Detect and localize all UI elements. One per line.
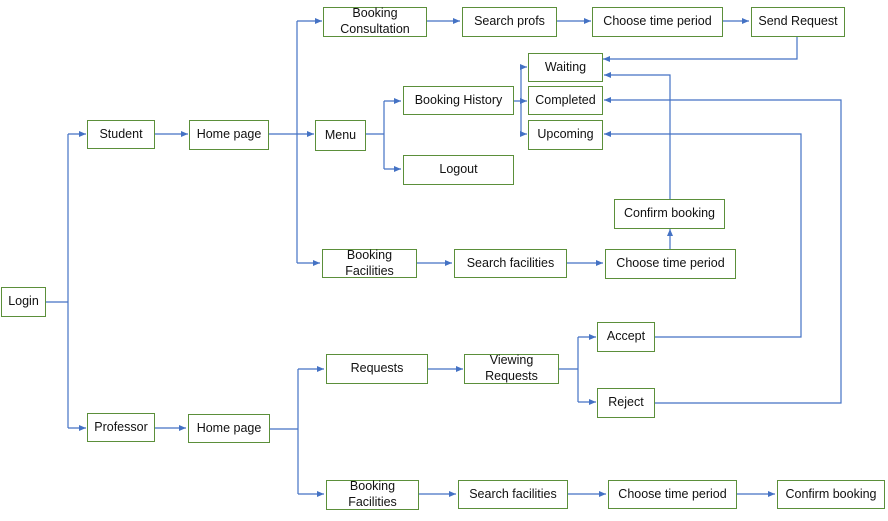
node-choose-time-student-label: Choose time period bbox=[616, 256, 725, 271]
node-booking-facilities-prof: Booking Facilities bbox=[326, 479, 419, 510]
node-viewing-requests: Viewing Requests bbox=[464, 353, 559, 384]
node-requests-label: Requests bbox=[350, 361, 404, 376]
node-choose-time-student: Choose time period bbox=[605, 249, 736, 279]
node-search-profs-label: Search profs bbox=[474, 14, 545, 29]
node-confirm-booking-prof-label: Confirm booking bbox=[785, 486, 877, 501]
node-booking-facilities-prof-label: Booking Facilities bbox=[348, 479, 397, 509]
node-completed: Completed bbox=[528, 86, 603, 115]
connector-accept-upcoming bbox=[604, 131, 802, 338]
node-logout: Logout bbox=[403, 155, 514, 185]
node-choose-time-consult: Choose time period bbox=[592, 7, 723, 37]
node-booking-facilities-student-label: Booking Facilities bbox=[345, 247, 394, 278]
connector-menu-trunk bbox=[366, 101, 385, 169]
node-upcoming-label: Upcoming bbox=[537, 127, 594, 142]
node-confirm-booking-prof: Confirm booking bbox=[777, 480, 885, 509]
node-booking-consultation-label: Booking Consultation bbox=[340, 6, 410, 36]
node-upcoming: Upcoming bbox=[528, 120, 603, 150]
node-student: Student bbox=[87, 120, 155, 149]
node-send-request-label: Send Request bbox=[758, 14, 838, 29]
node-menu-label: Menu bbox=[324, 127, 357, 142]
node-menu: Menu bbox=[315, 120, 366, 151]
node-login-label: Login bbox=[8, 294, 39, 309]
node-reject-label: Reject bbox=[608, 395, 644, 410]
node-search-facilities-prof-label: Search facilities bbox=[469, 486, 557, 501]
node-choose-time-prof-label: Choose time period bbox=[618, 486, 727, 501]
node-accept: Accept bbox=[597, 322, 655, 352]
node-confirm-booking-student: Confirm booking bbox=[614, 199, 725, 229]
node-prof-home: Home page bbox=[188, 414, 270, 443]
node-logout-label: Logout bbox=[439, 162, 478, 177]
node-waiting-label: Waiting bbox=[544, 59, 587, 74]
connector-confirm-waiting bbox=[604, 72, 671, 199]
node-choose-time-prof: Choose time period bbox=[608, 480, 737, 509]
node-accept-label: Accept bbox=[606, 329, 646, 344]
node-booking-history-label: Booking History bbox=[414, 92, 503, 107]
connector-login-trunk bbox=[46, 134, 69, 428]
node-search-facilities-student: Search facilities bbox=[454, 249, 567, 278]
node-viewing-requests-label: Viewing Requests bbox=[485, 353, 538, 383]
node-professor-label: Professor bbox=[94, 419, 148, 434]
node-student-home-label: Home page bbox=[196, 127, 262, 142]
node-completed-label: Completed bbox=[535, 92, 596, 107]
connector-student-home-trunk bbox=[269, 21, 298, 263]
node-waiting: Waiting bbox=[528, 53, 603, 82]
node-requests: Requests bbox=[326, 354, 428, 384]
connector-send-waiting bbox=[603, 37, 798, 62]
node-student-label: Student bbox=[99, 126, 143, 141]
node-search-facilities-student-label: Search facilities bbox=[466, 255, 555, 270]
node-reject: Reject bbox=[597, 388, 655, 418]
node-search-facilities-prof: Search facilities bbox=[458, 480, 568, 509]
node-search-profs: Search profs bbox=[462, 7, 557, 37]
node-student-home: Home page bbox=[189, 120, 269, 150]
node-booking-consultation: Booking Consultation bbox=[323, 6, 427, 37]
connector-prof-home-trunk bbox=[270, 369, 299, 494]
connector-viewing-trunk bbox=[559, 337, 579, 402]
node-choose-time-consult-label: Choose time period bbox=[603, 14, 712, 29]
node-login: Login bbox=[1, 287, 46, 317]
node-booking-history: Booking History bbox=[403, 86, 514, 115]
node-booking-facilities-student: Booking Facilities bbox=[322, 247, 417, 278]
node-send-request: Send Request bbox=[751, 7, 845, 37]
node-prof-home-label: Home page bbox=[196, 420, 262, 435]
connector-reject-completed bbox=[604, 97, 842, 404]
connector-history-trunk bbox=[514, 67, 522, 134]
node-confirm-booking-student-label: Confirm booking bbox=[623, 206, 715, 221]
node-professor: Professor bbox=[87, 413, 155, 442]
